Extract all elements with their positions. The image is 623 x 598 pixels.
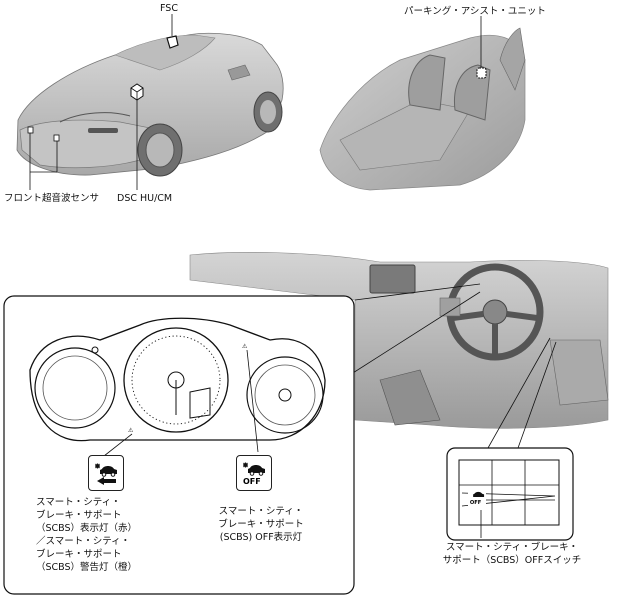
scbs-off-switch-icon: OFF — [468, 488, 486, 506]
instrument-cluster-callout: ⚠ ⚠ — [3, 295, 355, 595]
parking-assist-unit-label: パーキング・アシスト・ユニット — [404, 6, 546, 17]
front-sensor-label: フロント超音波センサ — [4, 193, 100, 204]
scbs-warning-icon-box — [88, 455, 124, 491]
svg-text:⚠: ⚠ — [128, 427, 134, 434]
car-interior-illustration — [319, 16, 526, 191]
svg-text:⚠: ⚠ — [242, 343, 248, 350]
switch-off-text: OFF — [470, 500, 482, 506]
car-exterior-illustration — [16, 14, 284, 190]
switch-callout — [446, 447, 574, 541]
scbs-off-indicator-label: スマート・シティ・ ブレーキ・サポート (SCBS) OFF表示灯 — [218, 506, 304, 543]
scbs-off-icon-box: OFF — [236, 455, 272, 491]
scbs-off-icon: OFF — [243, 462, 265, 486]
dashboard-illustration — [189, 252, 609, 449]
fsc-label: FSC — [160, 3, 178, 14]
dsc-label: DSC HU/CM — [117, 193, 173, 204]
scbs-off-switch-label: スマート・シティ・ブレーキ・ サポート（SCBS）OFFスイッチ — [442, 542, 582, 566]
scbs-warning-icon — [95, 463, 117, 485]
off-text: OFF — [243, 477, 261, 486]
scbs-indicator-label: スマート・シティ・ ブレーキ・サポート （SCBS）表示灯（赤） ／スマート・シ… — [36, 497, 138, 573]
